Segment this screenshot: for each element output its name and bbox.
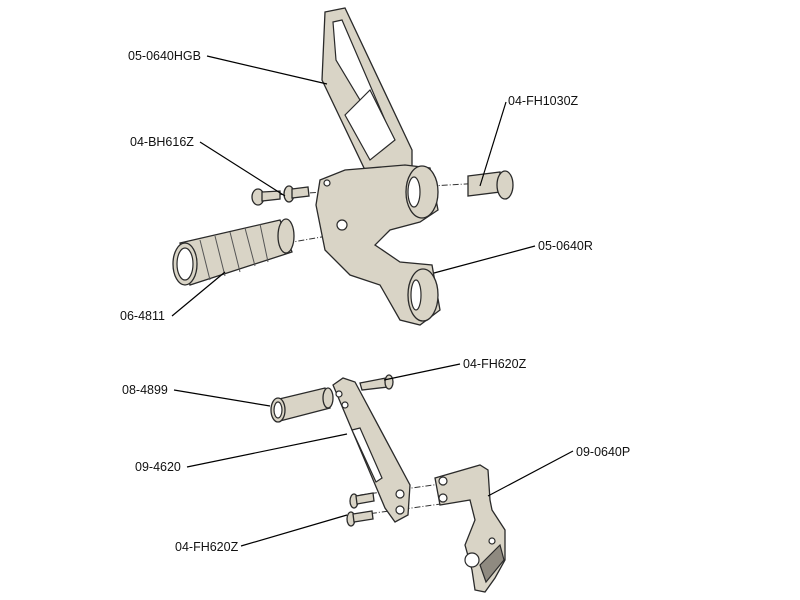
- pivot-bracket-part: [434, 464, 506, 593]
- callout-label-09-0640P: 09-0640P: [576, 445, 631, 459]
- link-bolt-top-part: [359, 374, 394, 391]
- link-arm-part: [332, 377, 411, 523]
- leader-line-04-FH620Z-top: [383, 363, 461, 381]
- footpeg-part: [172, 218, 295, 286]
- callout-label-05-0640HGB: 05-0640HGB: [128, 49, 201, 63]
- leader-line-05-0640R: [433, 245, 536, 274]
- leader-line-04-BH616Z: [199, 141, 286, 197]
- leader-line-09-0640P: [487, 450, 574, 497]
- leader-line-04-FH1030Z: [479, 101, 507, 187]
- spacer-part: [270, 387, 334, 423]
- leader-line-04-FH620Z-bottom: [240, 514, 348, 547]
- leader-line-09-4620: [186, 433, 348, 468]
- leader-line-08-4899: [173, 389, 271, 407]
- callout-label-09-4620: 09-4620: [135, 460, 181, 474]
- shift-lever-part: [321, 7, 413, 176]
- callout-label-04-BH616Z: 04-BH616Z: [130, 135, 194, 149]
- callout-label-05-0640R: 05-0640R: [538, 239, 593, 253]
- link-bolts-bottom-part: [346, 492, 375, 527]
- callout-label-06-4811: 06-4811: [120, 309, 165, 323]
- leader-line-06-4811: [171, 271, 226, 317]
- leader-line-05-0640HGB: [206, 55, 328, 85]
- callout-label-04-FH1030Z: 04-FH1030Z: [508, 94, 579, 108]
- pivot-bolt-part: [467, 170, 514, 200]
- callout-label-04-FH620Z-top: 04-FH620Z: [463, 357, 527, 371]
- button-screws-part: [251, 185, 310, 206]
- rearset-plate-part: [315, 164, 441, 326]
- callout-label-04-FH620Z-bottom: 04-FH620Z: [175, 540, 239, 554]
- callout-label-08-4899: 08-4899: [122, 383, 168, 397]
